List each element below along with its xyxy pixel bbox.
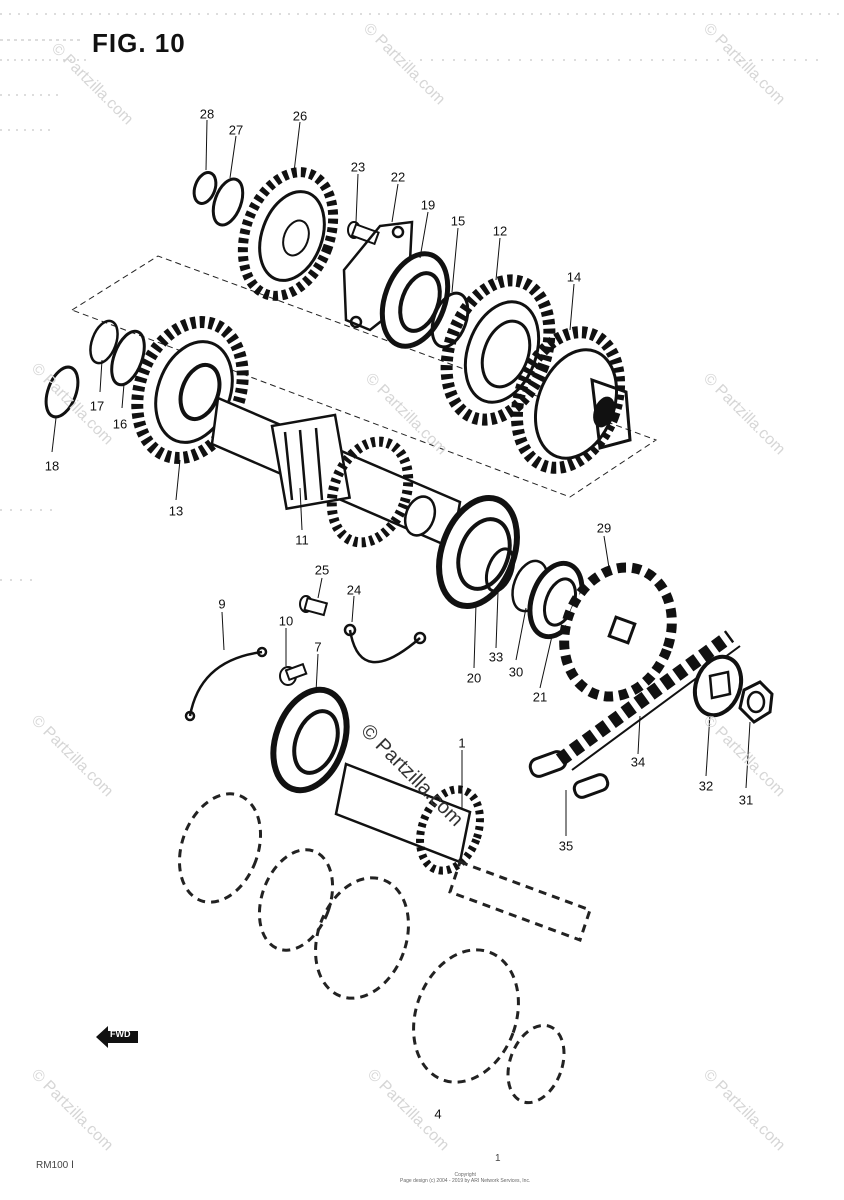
lock-washer-32 <box>692 654 744 718</box>
callout-4: 4 <box>434 1106 442 1122</box>
oring-33 <box>484 547 516 593</box>
gear-14 <box>510 326 632 474</box>
bearing-plate-22 <box>342 220 414 332</box>
front-arrow-label: FWD <box>110 1029 131 1039</box>
ring-15 <box>430 291 470 349</box>
chain-joint-35 <box>528 750 610 799</box>
callout-29: 29 <box>596 520 612 536</box>
callout-27: 27 <box>228 122 244 138</box>
callout-30: 30 <box>508 664 524 680</box>
bearing-7 <box>270 686 350 794</box>
circlip-18 <box>44 365 80 419</box>
model-code: RM100 Ⅰ <box>36 1160 74 1171</box>
callout-21: 21 <box>532 689 548 705</box>
copyright-line-2: Page design (c) 2004 - 2019 by ARI Netwo… <box>400 1178 531 1184</box>
callout-14: 14 <box>566 269 582 285</box>
callout-19: 19 <box>420 197 436 213</box>
chain-guide-9 <box>184 646 268 722</box>
callout-35: 35 <box>558 838 574 854</box>
bearing-20 <box>436 494 520 610</box>
assembly-outline <box>70 255 658 498</box>
callout-31: 31 <box>738 792 754 808</box>
callout-13: 13 <box>168 503 184 519</box>
callout-34: 34 <box>630 754 646 770</box>
callout-23: 23 <box>350 159 366 175</box>
washer-16 <box>110 329 146 387</box>
callout-33: 33 <box>488 649 504 665</box>
callout-12: 12 <box>492 223 508 239</box>
callout-9: 9 <box>218 596 226 612</box>
scan-noise <box>0 13 844 581</box>
callout-32: 32 <box>698 778 714 794</box>
circlip-17 <box>89 319 119 365</box>
nut-31 <box>738 680 774 724</box>
callout-25: 25 <box>314 562 330 578</box>
screw-10 <box>279 662 308 686</box>
callout-10: 10 <box>278 613 294 629</box>
callout-15: 15 <box>450 213 466 229</box>
callout-26: 26 <box>292 108 308 124</box>
callout-16: 16 <box>112 416 128 432</box>
callout-17: 17 <box>89 398 105 414</box>
chain-guide-24 <box>343 623 427 664</box>
pin-25 <box>299 595 329 617</box>
callout-22: 22 <box>390 169 406 185</box>
callout-20: 20 <box>466 670 482 686</box>
callout-1: 1 <box>458 735 466 751</box>
circlip-28 <box>192 171 218 205</box>
bolt-23 <box>347 221 380 246</box>
callout-24: 24 <box>346 582 362 598</box>
gear-26 <box>237 167 339 301</box>
figure-title: FIG. 10 <box>92 28 186 58</box>
callout-11: 11 <box>295 532 309 548</box>
leader-lines <box>51 119 751 836</box>
copyright-line-1: Copyright <box>454 1172 476 1178</box>
callout-7: 7 <box>314 639 322 655</box>
callout-18: 18 <box>44 458 60 474</box>
page-number: 1 <box>495 1153 501 1164</box>
sprocket-29 <box>559 562 677 702</box>
washer-27 <box>211 177 245 227</box>
front-arrow-icon: FWD <box>96 1024 140 1050</box>
phantom-gears <box>177 792 592 1105</box>
callout-28: 28 <box>199 106 215 122</box>
copyright-notice: Copyright Page design (c) 2004 - 2019 by… <box>400 1172 530 1184</box>
